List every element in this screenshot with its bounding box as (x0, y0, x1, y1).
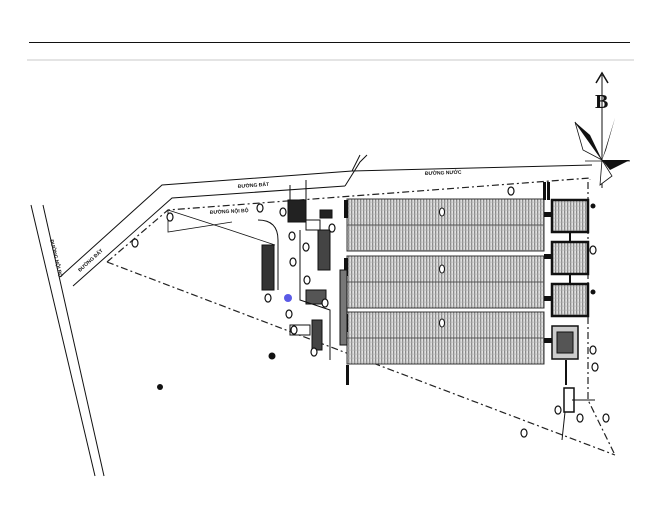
blue-marker (284, 294, 292, 302)
header-rule (29, 42, 630, 43)
pond-block-2 (346, 255, 545, 309)
internal-road-label: ĐƯỜNG NỘI BỘ (210, 206, 249, 216)
pond-block-1 (346, 198, 545, 252)
header-subrule (27, 59, 634, 61)
access-road-label: ĐƯỜNG ĐẤT (76, 247, 105, 274)
north-arrow-icon (574, 71, 630, 188)
pond-block-3 (346, 311, 545, 365)
dirt-road (59, 154, 593, 287)
main-road-left (30, 204, 105, 477)
central-facility (257, 180, 348, 360)
callout-markers (131, 186, 610, 438)
inner-road (167, 209, 276, 246)
dirt-road-label: ĐƯỜNG ĐẤT (238, 180, 270, 190)
water-road-label: ĐƯỜNG NƯỚC (425, 168, 462, 177)
filled-markers (157, 203, 596, 390)
compass-letter: B (595, 91, 608, 113)
main-road-label: ĐƯỜNG NỘI BỘ (48, 239, 65, 279)
